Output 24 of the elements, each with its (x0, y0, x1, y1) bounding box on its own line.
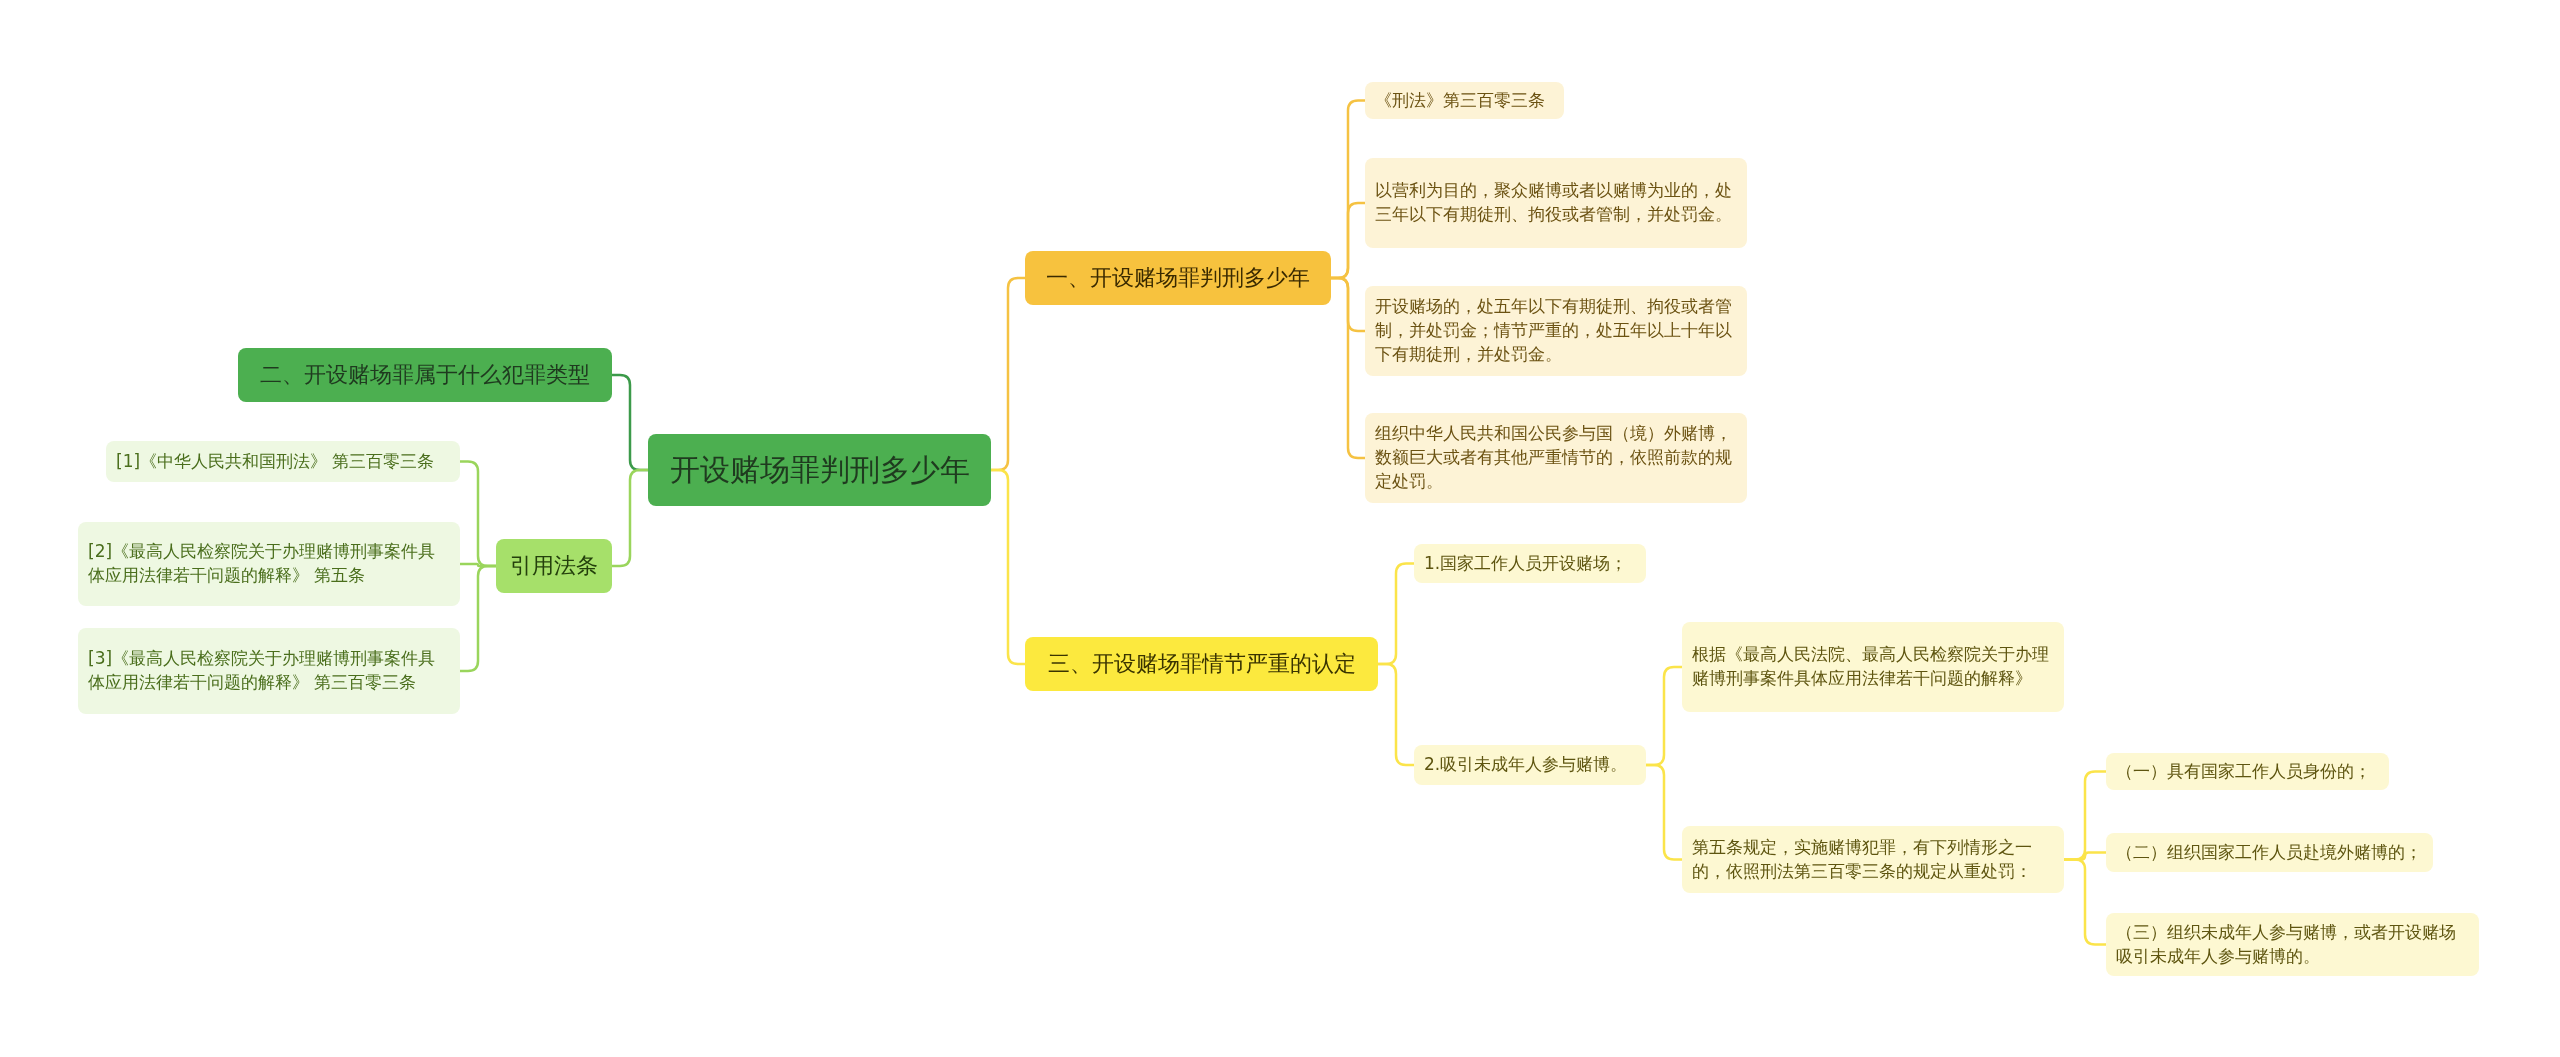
topic-box: 一、开设赌场罪判刑多少年 (1025, 251, 1331, 305)
root-topic-box: 开设赌场罪判刑多少年 (648, 434, 991, 506)
subtopic-box: 第五条规定，实施赌博犯罪，有下列情形之一的，依照刑法第三百零三条的规定从重处罚： (1682, 826, 2064, 893)
subtopic-box: 根据《最高人民法院、最高人民检察院关于办理赌博刑事案件具体应用法律若干问题的解释》 (1682, 622, 2064, 712)
topic-box: 三、开设赌场罪情节严重的认定 (1025, 637, 1378, 691)
topic-box: 引用法条 (496, 539, 612, 593)
connector-line (1378, 662, 1414, 767)
subtopic-box: 2.吸引未成年人参与赌博。 (1414, 745, 1646, 785)
subtopic-box: 以营利为目的，聚众赌博或者以赌博为业的，处三年以下有期徒刑、拘役或者管制，并处罚金。 (1365, 158, 1747, 248)
subtopic-box: （二）组织国家工作人员赴境外赌博的； (2106, 833, 2433, 872)
subtopic-box: （一）具有国家工作人员身份的； (2106, 753, 2389, 790)
subtopic-box: 1.国家工作人员开设赌场； (1414, 544, 1646, 583)
subtopic-box: （三）组织未成年人参与赌博，或者开设赌场吸引未成年人参与赌博的。 (2106, 913, 2479, 976)
connector-line (1646, 763, 1682, 861)
subtopic-box: [3]《最高人民检察院关于办理赌博刑事案件具体应用法律若干问题的解释》 第三百零三条 (78, 628, 460, 714)
topic-box: 二、开设赌场罪属于什么犯罪类型 (238, 348, 612, 402)
subtopic-box: 《刑法》第三百零三条 (1365, 82, 1564, 119)
connector-line (2064, 858, 2106, 946)
connector-line (612, 468, 648, 568)
subtopic-box: 开设赌场的，处五年以下有期徒刑、拘役或者管制，并处罚金；情节严重的，处五年以上十年以下有期徒刑，并处罚金。 (1365, 286, 1747, 376)
subtopic-box: [2]《最高人民检察院关于办理赌博刑事案件具体应用法律若干问题的解释》 第五条 (78, 522, 460, 606)
connector-line (460, 564, 496, 673)
subtopic-box: [1]《中华人民共和国刑法》 第三百零三条 (106, 441, 460, 482)
subtopic-box: 组织中华人民共和国公民参与国（境）外赌博，数额巨大或者有其他严重情节的，依照前款的规定处罚。 (1365, 413, 1747, 503)
